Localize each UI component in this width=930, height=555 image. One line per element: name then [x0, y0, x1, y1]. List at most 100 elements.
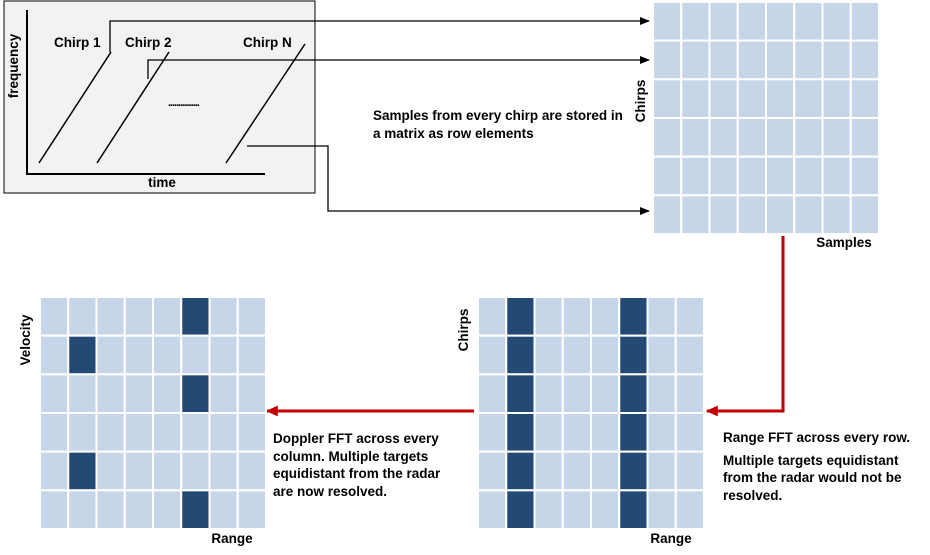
matrix-cell — [821, 155, 852, 197]
matrix-cell — [680, 117, 711, 158]
matrix-cell — [477, 450, 508, 492]
matrix-cell — [236, 489, 267, 531]
matrix-cell — [674, 296, 705, 337]
matrix-cell-highlighted — [180, 489, 211, 531]
matrix-cell — [765, 1, 796, 42]
matrix-cell — [736, 1, 767, 42]
matrix-cell — [39, 334, 70, 376]
matrix-cell-highlighted — [505, 450, 536, 492]
data-matrix-y-label: Chirps — [633, 80, 648, 123]
matrix-cell — [208, 334, 239, 376]
matrix-cell — [646, 373, 677, 415]
chirp-n-label: Chirp N — [243, 35, 292, 50]
matrix-cell — [152, 450, 183, 492]
matrix-cell — [680, 1, 711, 42]
matrix-cell — [152, 412, 183, 453]
matrix-cell — [123, 412, 154, 453]
matrix-cell — [849, 155, 880, 197]
range-matrix-grid — [477, 296, 705, 531]
matrix-cell — [680, 78, 711, 120]
matrix-cell — [646, 334, 677, 376]
matrix-cell — [652, 1, 683, 42]
matrix-cell — [821, 78, 852, 120]
matrix-cell — [561, 334, 592, 376]
chirp-1-label: Chirp 1 — [54, 35, 101, 50]
matrix-cell — [208, 373, 239, 415]
matrix-cell — [849, 194, 880, 235]
matrix-cell — [821, 39, 852, 81]
matrix-cell — [821, 1, 852, 42]
chirp-n-row-arrow — [247, 145, 650, 215]
matrix-cell — [793, 78, 824, 120]
matrix-cell — [674, 412, 705, 453]
matrix-cell — [95, 296, 126, 337]
matrix-cell — [708, 155, 739, 197]
matrix-cell — [674, 489, 705, 531]
matrix-cell — [849, 39, 880, 81]
matrix-cell — [652, 155, 683, 197]
matrix-cell — [680, 194, 711, 235]
chirp-ellipsis: ............... — [168, 97, 200, 109]
matrix-cell — [765, 194, 796, 235]
chirp-1-row-arrow — [109, 17, 650, 52]
matrix-cell — [646, 412, 677, 453]
matrix-cell — [477, 489, 508, 531]
matrix-cell — [674, 450, 705, 492]
doppler-matrix-y-label: Velocity — [18, 314, 33, 366]
matrix-cell — [477, 412, 508, 453]
data-matrix: Chirps Samples — [633, 1, 880, 250]
matrix-cell — [95, 334, 126, 376]
matrix-cell — [652, 78, 683, 120]
matrix-cell-highlighted — [618, 412, 649, 453]
matrix-cell — [67, 373, 98, 415]
doppler-matrix-x-label: Range — [211, 531, 253, 546]
matrix-cell — [180, 334, 211, 376]
range-matrix: Chirps Range — [456, 296, 705, 546]
matrix-cell — [39, 412, 70, 453]
matrix-cell — [561, 489, 592, 531]
matrix-cell — [95, 489, 126, 531]
matrix-cell — [533, 412, 564, 453]
matrix-cell — [236, 450, 267, 492]
matrix-cell — [236, 373, 267, 415]
matrix-cell — [39, 296, 70, 337]
range-fft-caption: Range FFT across every row. Multiple tar… — [723, 429, 928, 504]
matrix-cell — [477, 296, 508, 337]
matrix-cell — [561, 296, 592, 337]
matrix-cell — [152, 373, 183, 415]
matrix-cell — [736, 117, 767, 158]
chirp-1-ramp — [38, 51, 112, 164]
matrix-cell — [849, 117, 880, 158]
matrix-cell — [646, 489, 677, 531]
matrix-cell — [646, 450, 677, 492]
matrix-cell-highlighted — [618, 450, 649, 492]
matrix-cell — [708, 117, 739, 158]
chirp-2-row-arrow — [147, 56, 650, 79]
range-fft-arrow — [705, 236, 785, 417]
matrix-cell — [533, 489, 564, 531]
matrix-cell — [652, 117, 683, 158]
chirp-plot: frequency time Chirp 1 Chirp 2 Chirp N .… — [3, 0, 316, 194]
matrix-cell — [674, 373, 705, 415]
matrix-cell — [123, 296, 154, 337]
matrix-cell — [533, 450, 564, 492]
range-fft-caption-line-2: Multiple targets equidistant from the ra… — [723, 452, 902, 503]
matrix-cell — [708, 78, 739, 120]
matrix-cell — [736, 39, 767, 81]
matrix-cell — [849, 78, 880, 120]
matrix-cell — [736, 194, 767, 235]
matrix-cell — [793, 117, 824, 158]
matrix-cell — [39, 489, 70, 531]
data-matrix-x-label: Samples — [816, 235, 872, 250]
matrix-cell — [123, 450, 154, 492]
matrix-cell-highlighted — [67, 450, 98, 492]
matrix-cell — [590, 450, 621, 492]
matrix-cell — [477, 334, 508, 376]
matrix-cell — [533, 373, 564, 415]
matrix-cell — [674, 334, 705, 376]
matrix-cell-highlighted — [618, 373, 649, 415]
matrix-cell — [793, 194, 824, 235]
matrix-cell-highlighted — [618, 296, 649, 337]
matrix-cell — [652, 194, 683, 235]
